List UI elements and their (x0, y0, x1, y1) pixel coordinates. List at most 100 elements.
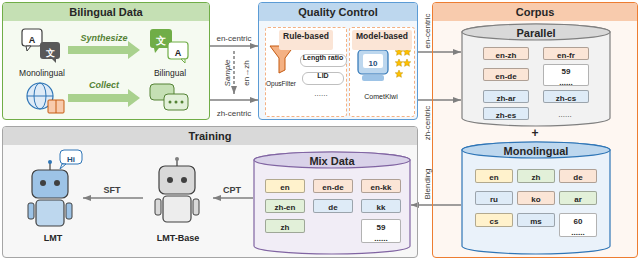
icon-glyph: 文 (156, 36, 166, 46)
sample-label: Sample (224, 59, 232, 86)
edge-label-anchor: en-centric (216, 28, 251, 44)
edge-label: en-centric (216, 35, 251, 43)
step-label: Collect (89, 81, 119, 90)
cell-text: de (573, 170, 582, 182)
score-stars (395, 48, 411, 77)
corpus-cylinder: Mix Dataenen-deen-kkzh-endekkzh59...... (253, 151, 411, 255)
cell-text: en-fr (557, 48, 575, 60)
label-anchor: ...... (314, 83, 327, 99)
cell-text: zh-ar (496, 91, 515, 103)
label-anchor: + (531, 124, 538, 140)
panel-ground (2, 2, 210, 120)
panel-ground (432, 2, 638, 258)
tool-name: OpusFilter (266, 81, 296, 88)
section-panel: TrainingLMTLMT-BaseMix Dataenen-deen-kkz… (2, 126, 418, 258)
cell-text: ...... (571, 226, 584, 236)
method-box: Rule-basedLength ratioLID (265, 27, 347, 117)
icon-caption: Monolingual (19, 69, 65, 78)
panel-title: Training (3, 127, 417, 145)
method-title: Rule-based (279, 30, 333, 50)
language-cell: cs (475, 213, 513, 227)
dialogue-icon (150, 84, 188, 110)
panel-ground (2, 126, 418, 258)
language-cell: 59...... (361, 219, 401, 243)
panel-title: Quality Control (259, 3, 417, 21)
language-cell: 59...... (543, 64, 589, 86)
edge-label-anchor: Blending (417, 168, 433, 199)
language-cell: zh-cs (543, 90, 589, 103)
direction-label: en→zh (243, 60, 251, 85)
cylinder-title: Monolingual (461, 141, 611, 162)
cell-text: en-zh (496, 48, 517, 60)
flow-arrow (418, 51, 461, 53)
cell-text: zh-en (275, 200, 296, 212)
criterion-pill: LID (302, 72, 344, 85)
cell-text: en (280, 180, 289, 192)
cell-text: cs (490, 214, 499, 226)
cell-text: en-de (322, 180, 343, 192)
base-robot-icon (155, 157, 199, 222)
icon-caption: Bilingual (154, 69, 186, 78)
cell-text: ms (530, 214, 542, 226)
edge-label-anchor: CPT (223, 180, 241, 196)
edge-label: SFT (104, 186, 121, 195)
label-anchor: A (175, 43, 182, 59)
edge-label-anchor: zh-centric (217, 103, 252, 119)
cell-text: ...... (374, 232, 387, 242)
label-anchor: OpusFilter (266, 73, 296, 89)
panel-title: Corpus (433, 3, 637, 21)
edge-label: Blending (424, 168, 432, 199)
step-label: Synthesize (80, 34, 127, 43)
language-cell: zh (265, 219, 305, 233)
label-anchor: CometKiwi (364, 86, 397, 102)
flow-arrow (210, 99, 258, 101)
language-cell: kk (361, 199, 401, 213)
edge-label-anchor: SFT (104, 180, 121, 196)
label-anchor: ...... (558, 104, 571, 120)
edge-label: CPT (223, 186, 241, 195)
language-cell: zh (517, 169, 555, 183)
language-cell: en (265, 179, 305, 193)
language-cell: en-de (313, 179, 353, 193)
panel-ground (265, 27, 347, 117)
criterion-pill: Length ratio (300, 54, 347, 67)
language-cell: ru (475, 191, 513, 205)
icon-glyph: A (175, 49, 182, 58)
model-name: LMT-Base (157, 233, 200, 253)
model-node: LMT (23, 157, 83, 253)
language-cell: zh-es (483, 107, 529, 120)
label-anchor: Monolingual (19, 63, 65, 79)
label-anchor: 10 (369, 53, 378, 69)
speech-text: Hi (67, 156, 75, 164)
cell-text: 59 (377, 220, 386, 232)
filter-icon (270, 46, 294, 73)
edge-label-anchor: en-centric (417, 13, 433, 48)
ellipsis: ...... (314, 90, 327, 98)
flow-arrow (418, 99, 461, 101)
language-cell: ar (559, 191, 597, 205)
edge-label: zh-centric (217, 110, 252, 118)
plus-sign: + (531, 127, 538, 139)
ellipsis: ...... (558, 111, 571, 119)
cell-text: de (328, 200, 337, 212)
corpus-cylinder: Parallelen-zhen-fren-de59......zh-arzh-c… (461, 23, 611, 127)
label-anchor: Sample (217, 59, 233, 86)
language-cell: de (559, 169, 597, 183)
synthesize-arrow (68, 41, 140, 59)
label-anchor: Collect (89, 75, 119, 91)
section-panel: Quality ControlRule-basedLength ratioLID… (258, 2, 418, 120)
panel-title: Bilingual Data (3, 3, 209, 21)
cell-text: ru (490, 192, 498, 204)
cell-text: en-de (495, 69, 516, 81)
language-cell: en-fr (543, 47, 589, 60)
monolingual-icon (22, 29, 60, 63)
language-cell: en (475, 169, 513, 183)
flow-arrow (210, 45, 258, 47)
cell-text: en (489, 170, 498, 182)
score-value: 10 (369, 60, 378, 68)
tool-name: CometKiwi (364, 93, 397, 100)
panel-ground (258, 2, 418, 120)
label-anchor: A (29, 30, 36, 46)
